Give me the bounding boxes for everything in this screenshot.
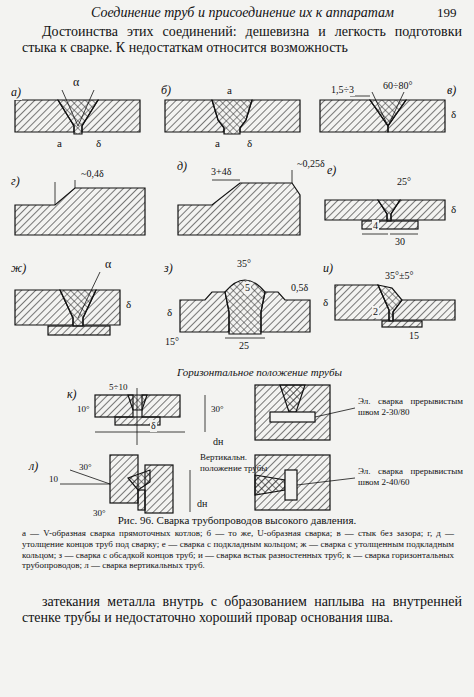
figure-label: е) (326, 164, 337, 178)
running-head: Соединение труб и присоединение их к апп… (90, 5, 395, 21)
weld (378, 200, 400, 221)
dimension-line (362, 234, 418, 235)
dimension-label: a (226, 84, 233, 97)
angle-lines (60, 470, 190, 512)
weld (212, 100, 252, 134)
leader (315, 408, 355, 417)
dimension-label: dн (196, 498, 208, 510)
weld (225, 280, 265, 334)
dimension-label: 3+4δ (210, 166, 232, 178)
figure-label: и) (322, 262, 334, 276)
figure-caption: Рис. 96. Сварка трубопроводов высокого д… (117, 514, 358, 527)
pipe-end (261, 292, 310, 332)
note-text: Эл. сварка прерывистым швом 2-30/80 (358, 396, 463, 418)
note-text: Эл. сварка прерывистым швом 2-40/60 (358, 466, 463, 488)
dimension-label: a (56, 137, 63, 150)
pipe-section (255, 385, 330, 440)
axis-lines (95, 388, 205, 445)
pipe-wall (95, 395, 133, 417)
dimension-label: δ (125, 298, 132, 311)
dimension-label: 5 (244, 282, 251, 294)
dimension-label: δ (322, 296, 329, 309)
note-text: а — V-образная сварка прямоточных котлов… (22, 528, 454, 571)
note-text: Вертикальн. положение трубы (200, 452, 285, 474)
inner-ring (285, 470, 297, 500)
dimension-line (225, 338, 265, 339)
dimension-line (350, 92, 404, 126)
figure-label: б) (160, 84, 172, 98)
pipe-end (15, 188, 145, 235)
dimension-label: 30 (394, 236, 406, 248)
angle-lines (62, 90, 94, 126)
dimension-label: 4 (372, 220, 379, 232)
dimension-label: 1,5÷3 (330, 84, 355, 96)
backing-ring (138, 490, 145, 510)
dimension-label: ~0,4δ (80, 168, 105, 180)
weld (128, 470, 150, 490)
dimension-label: δ (246, 137, 253, 150)
weld (370, 100, 406, 126)
plate (325, 200, 387, 220)
figure-label: з) (163, 262, 174, 276)
inner-ring (270, 412, 315, 422)
figure-label: к) (66, 388, 78, 402)
figure-label: Горизонтальное положение трубы (176, 366, 343, 379)
weld (255, 475, 285, 495)
dimension-label: 25° (396, 176, 412, 188)
weld (58, 100, 98, 134)
dimension-label: 10 (48, 474, 59, 484)
dimension-label: 30° (92, 508, 107, 518)
figure-label: а) (10, 86, 22, 100)
dimension-label: 15° (164, 336, 180, 348)
figure-label: л) (28, 460, 39, 474)
figure-label: г) (10, 175, 21, 189)
dimension-line (55, 180, 75, 205)
thick-ring (48, 326, 110, 335)
angle-lines (78, 272, 100, 318)
dimension-label: 0,5δ (290, 282, 309, 294)
dimension-label: α (104, 258, 112, 272)
weld (280, 385, 305, 412)
dimension-label: δ (95, 137, 102, 150)
dimension-label: 2 (372, 306, 379, 318)
backing-ring (382, 321, 422, 327)
dimension-label: ~0,25δ (296, 158, 326, 170)
dimension-label: α (72, 76, 80, 90)
dimension-label: 25 (238, 340, 250, 352)
dimension-label: 5÷10 (108, 382, 128, 392)
dimension-label: 10° (76, 404, 91, 414)
weld (60, 290, 96, 326)
figure-label: ж) (10, 262, 27, 276)
dimension-label: 60÷80° (382, 80, 414, 92)
dimension-label: 35° (236, 258, 252, 270)
pipe-wall (142, 395, 180, 417)
figure-label: в) (446, 84, 457, 98)
leader (297, 478, 355, 485)
body-paragraph: Достоинства этих соединений: дешевизна и… (22, 24, 462, 56)
dimension-label: 199 (436, 6, 458, 21)
dimension-label: δ (166, 306, 173, 319)
dimension-label: 30° (210, 404, 225, 414)
body-paragraph: затекания металла внутрь с образованием … (22, 594, 462, 626)
plate (391, 200, 445, 220)
thin-plate (393, 300, 455, 320)
pipe-end (180, 292, 229, 332)
dimension-label: 30° (78, 462, 93, 472)
joint-sections (15, 90, 455, 513)
dimension-label: δ (450, 108, 457, 121)
dimension-label: 35°±5° (384, 270, 415, 282)
dimension-label: dн (212, 436, 224, 448)
pipe-end (178, 183, 300, 235)
weld (128, 395, 147, 410)
dimension-label: 15 (408, 330, 420, 342)
dimension-label: δ (150, 420, 157, 432)
figure-label: д) (176, 160, 188, 174)
dimension-label: a (214, 137, 221, 150)
dimension-label: δ (450, 203, 457, 216)
weld (378, 285, 402, 321)
backing-ring (362, 221, 418, 229)
